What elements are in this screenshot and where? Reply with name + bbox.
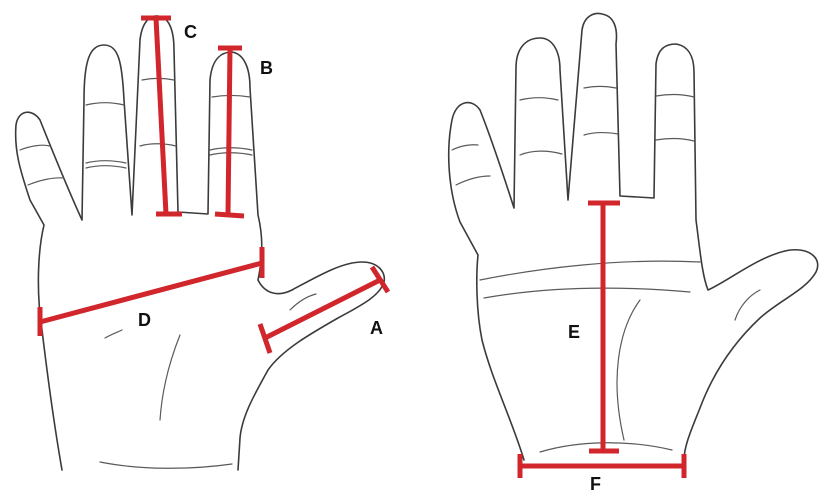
left-thumb-crease	[290, 294, 316, 310]
right-thumb-crease	[735, 290, 760, 320]
right-ring-crease-1	[656, 139, 694, 141]
label-c: C	[184, 22, 197, 43]
right-ring-crease-2	[656, 95, 694, 97]
right-head-line	[484, 288, 690, 298]
right-pinky-crease-1	[456, 176, 490, 185]
left-palm-line-2	[105, 330, 122, 338]
label-e: E	[568, 322, 580, 343]
left-middle-crease-1	[140, 144, 176, 146]
right-hand-outline	[449, 14, 818, 460]
right-hand	[449, 14, 818, 460]
measure-e	[588, 203, 620, 452]
left-hand-outline	[16, 16, 385, 470]
right-middle-crease-2	[584, 87, 616, 89]
left-palm-line-1	[160, 335, 180, 420]
label-a: A	[370, 318, 383, 339]
measure-b	[215, 48, 244, 216]
right-middle-crease-1	[584, 133, 618, 135]
left-index-crease-2	[86, 166, 126, 168]
left-pinky-crease-2	[20, 145, 50, 150]
measure-a	[260, 267, 388, 353]
label-b: B	[260, 58, 273, 79]
left-wrist-crease	[100, 462, 232, 468]
label-f: F	[590, 474, 601, 495]
left-index-crease-1	[86, 161, 126, 163]
left-pinky-crease-1	[28, 178, 64, 185]
right-index-crease-2	[520, 98, 558, 100]
left-hand	[16, 16, 385, 470]
right-heart-line	[480, 261, 700, 280]
right-life-line	[617, 300, 640, 440]
right-index-crease-1	[520, 151, 562, 155]
label-d: D	[138, 310, 151, 331]
left-index-crease-3	[86, 103, 124, 105]
measure-d	[40, 247, 262, 336]
measure-f	[520, 454, 684, 478]
right-pinky-crease-2	[452, 145, 478, 150]
